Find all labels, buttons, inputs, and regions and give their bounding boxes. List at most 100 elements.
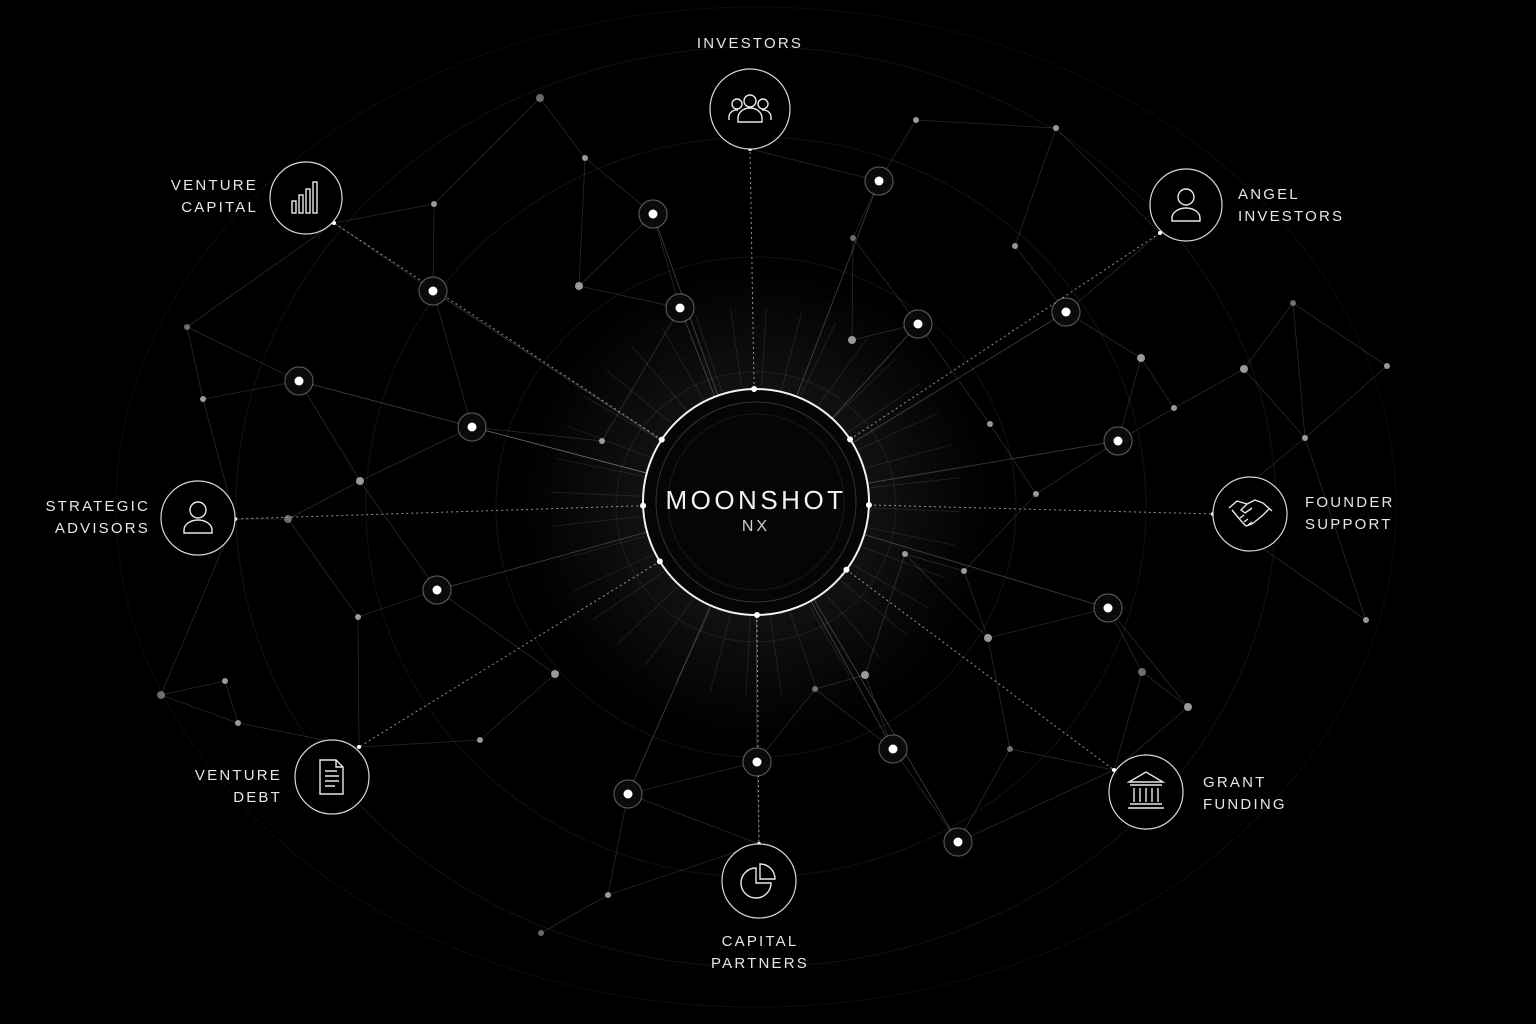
- radial-line: [867, 440, 1119, 484]
- hub-ray: [605, 369, 672, 424]
- mesh-line: [851, 237, 854, 341]
- label-venture-capital: VENTURE CAPITAL: [130, 175, 258, 219]
- mesh-line: [333, 222, 434, 292]
- network-dot-small: [1302, 435, 1308, 441]
- network-dot-small: [1290, 300, 1296, 306]
- label-investors-line1: INVESTORS: [696, 35, 804, 52]
- network-dot-small: [355, 614, 361, 620]
- mesh-line: [1243, 302, 1294, 370]
- label-grant-funding-line1: GRANT: [1203, 774, 1267, 791]
- mesh-line: [578, 213, 654, 287]
- handshake-icon: [1228, 499, 1273, 527]
- mesh-line: [904, 553, 965, 572]
- center-subtitle: NX: [741, 518, 771, 535]
- radial-line: [756, 614, 758, 763]
- network-dot-small: [1171, 405, 1177, 411]
- label-venture-capital-line2: CAPITAL: [181, 199, 258, 216]
- hub-dot: [865, 501, 872, 508]
- hub-ray: [573, 554, 653, 592]
- node-venture-capital[interactable]: [269, 161, 343, 235]
- mesh-line: [607, 843, 760, 896]
- mesh-line: [202, 380, 300, 400]
- mesh-line: [160, 680, 226, 696]
- hub-ray: [866, 444, 952, 469]
- label-capital-partners-line2: PARTNERS: [711, 955, 809, 972]
- hub-ray: [676, 608, 712, 682]
- mesh-line: [287, 518, 359, 618]
- hub-dot: [843, 566, 850, 573]
- network-dot-small: [538, 930, 544, 936]
- network-dot-small: [902, 551, 908, 557]
- spoke-end-dot: [1158, 231, 1162, 235]
- mesh-line: [1107, 607, 1189, 708]
- node-founder-support[interactable]: [1212, 476, 1288, 552]
- radial-line: [852, 311, 1067, 444]
- mesh-line: [917, 323, 991, 425]
- hub-ray: [761, 307, 767, 387]
- mesh-line: [358, 739, 481, 748]
- mesh-line: [915, 119, 1057, 129]
- hub-ray: [551, 491, 641, 497]
- mesh-line: [852, 237, 919, 325]
- hub-ray: [800, 322, 836, 396]
- label-capital-partners: CAPITAL PARTNERS: [690, 931, 830, 975]
- hub-ray: [566, 425, 650, 458]
- hub-ray: [871, 507, 961, 513]
- network-dot-small: [1012, 243, 1018, 249]
- person-icon: [1171, 188, 1201, 222]
- node-investors[interactable]: [709, 68, 791, 150]
- hub-ray: [695, 315, 723, 392]
- mesh-line: [601, 307, 681, 442]
- label-angel-investors: ANGEL INVESTORS: [1238, 184, 1344, 228]
- hub-spoke-line: [849, 232, 1161, 440]
- hub-ray: [825, 594, 881, 658]
- hub-spoke-line: [756, 614, 760, 845]
- pie-chart-icon: [740, 863, 776, 899]
- mesh-line: [963, 493, 1037, 572]
- node-capital-partners[interactable]: [721, 843, 797, 919]
- mesh-line: [607, 793, 629, 896]
- mesh-lines: [160, 97, 1388, 934]
- network-dot: [467, 422, 477, 432]
- mesh-line: [1141, 671, 1189, 708]
- label-strategic-advisors: STRATEGIC ADVISORS: [20, 496, 150, 540]
- hub-dot: [847, 436, 854, 443]
- network-dot-small: [356, 477, 364, 485]
- mesh-line: [1173, 368, 1245, 409]
- mesh-line: [1035, 440, 1119, 495]
- mesh-line: [1292, 302, 1388, 367]
- mesh-line: [963, 570, 989, 639]
- hub-ray: [840, 580, 907, 635]
- radial-line: [813, 598, 959, 843]
- mesh-line: [987, 637, 1011, 750]
- hub-ray: [730, 308, 742, 387]
- mesh-line: [957, 748, 1011, 843]
- hub-ray: [859, 412, 939, 450]
- node-strategic-advisors[interactable]: [160, 480, 236, 556]
- hub-spoke-line: [358, 560, 661, 748]
- network-dot-small: [984, 634, 992, 642]
- network-dot-small: [284, 515, 292, 523]
- network-dot: [874, 176, 884, 186]
- mesh-line: [186, 326, 204, 400]
- mesh-line: [989, 423, 1037, 495]
- hub-ray: [871, 477, 960, 488]
- mesh-line: [479, 673, 556, 741]
- network-dot-small: [184, 324, 190, 330]
- bar-chart-icon: [291, 181, 318, 214]
- radial-line: [810, 600, 894, 750]
- hub-spoke-line: [846, 569, 1115, 771]
- label-founder-support: FOUNDER SUPPORT: [1305, 492, 1395, 536]
- hub-connection-dots: [640, 386, 872, 618]
- label-strategic-advisors-line1: STRATEGIC: [45, 498, 150, 515]
- hub-dot: [658, 436, 665, 443]
- node-venture-debt[interactable]: [294, 739, 370, 815]
- mesh-line: [578, 285, 681, 309]
- node-grant-funding[interactable]: [1108, 754, 1184, 830]
- network-dot-small: [1184, 703, 1192, 711]
- center-label: MOONSHOT NX: [643, 483, 869, 537]
- node-angel-investors[interactable]: [1149, 168, 1223, 242]
- network-dot-small: [575, 282, 583, 290]
- hub-ray: [869, 527, 956, 546]
